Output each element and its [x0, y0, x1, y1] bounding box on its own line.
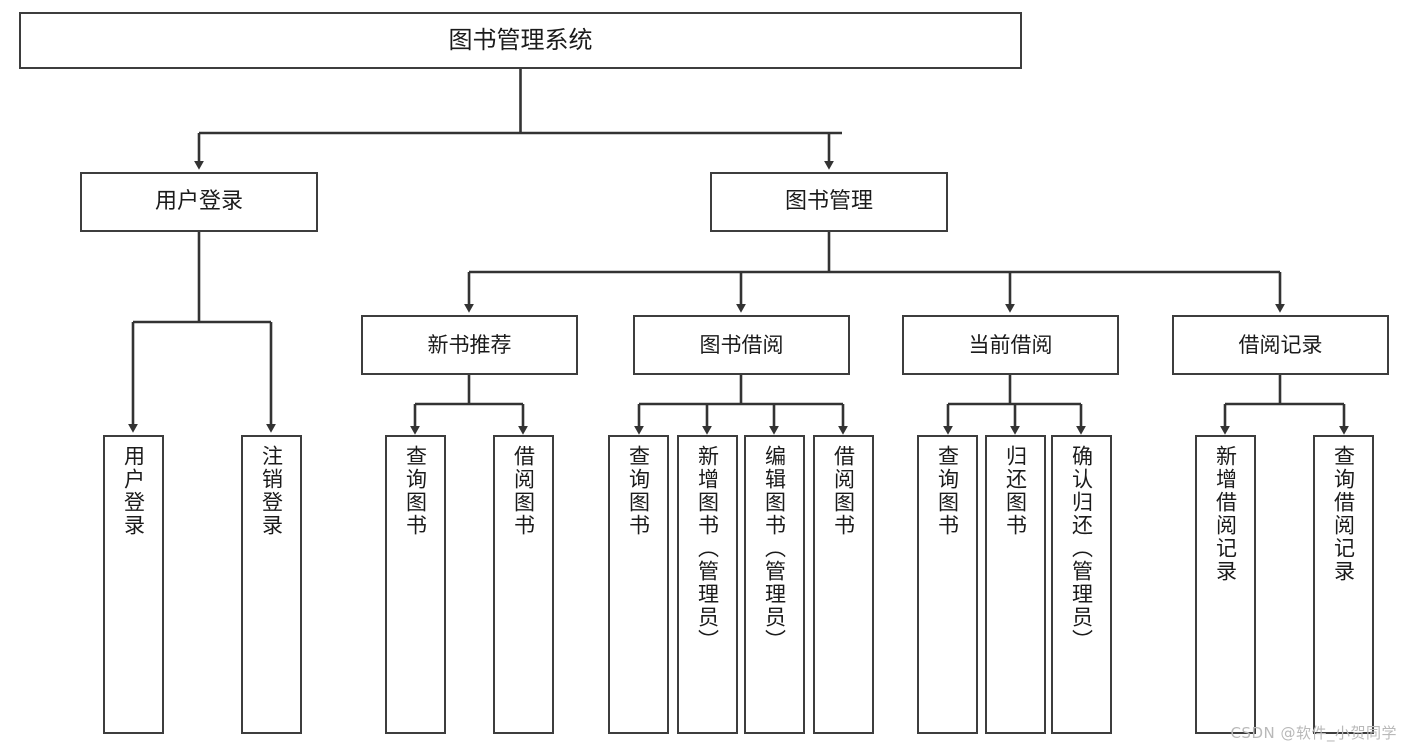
node-book-manage[interactable]: 图书管理 — [710, 172, 948, 232]
node-user-login[interactable]: 用户登录 — [80, 172, 318, 232]
node-user-login-label: 用户登录 — [154, 189, 243, 215]
node-leaf-user-logout-label: 注销登录 — [259, 445, 284, 537]
node-leaf-return-book-label: 归还图书 — [1003, 445, 1028, 537]
node-leaf-edit-book[interactable]: 编辑图书（管理员） — [744, 435, 805, 734]
node-current-borrow-label: 当前借阅 — [968, 332, 1053, 357]
node-leaf-user-login-label: 用户登录 — [121, 445, 146, 537]
node-leaf-confirm-return[interactable]: 确认归还（管理员） — [1051, 435, 1112, 734]
node-leaf-return-book[interactable]: 归还图书 — [985, 435, 1046, 734]
node-new-book-rec[interactable]: 新书推荐 — [361, 315, 578, 375]
node-book-borrow-label: 图书借阅 — [699, 332, 784, 357]
node-new-book-rec-label: 新书推荐 — [427, 332, 512, 357]
node-leaf-query-book-1-label: 查询图书 — [403, 445, 428, 537]
node-leaf-add-book[interactable]: 新增图书（管理员） — [677, 435, 738, 734]
node-leaf-borrow-book-2[interactable]: 借阅图书 — [813, 435, 874, 734]
node-leaf-user-logout[interactable]: 注销登录 — [241, 435, 302, 734]
node-leaf-add-record[interactable]: 新增借阅记录 — [1195, 435, 1256, 734]
node-leaf-query-book-1[interactable]: 查询图书 — [385, 435, 446, 734]
node-leaf-query-record[interactable]: 查询借阅记录 — [1313, 435, 1374, 734]
node-leaf-borrow-book-1-label: 借阅图书 — [511, 445, 536, 537]
node-leaf-borrow-book-2-label: 借阅图书 — [831, 445, 856, 537]
node-leaf-borrow-book-1[interactable]: 借阅图书 — [493, 435, 554, 734]
csdn-watermark: CSDN @软件_小贺同学 — [1230, 724, 1397, 742]
node-leaf-query-book-3[interactable]: 查询图书 — [917, 435, 978, 734]
node-current-borrow[interactable]: 当前借阅 — [902, 315, 1119, 375]
node-leaf-user-login[interactable]: 用户登录 — [103, 435, 164, 734]
node-book-manage-label: 图书管理 — [784, 189, 873, 215]
node-leaf-query-record-label: 查询借阅记录 — [1331, 445, 1356, 583]
node-leaf-edit-book-label: 编辑图书（管理员） — [762, 445, 787, 652]
node-leaf-add-record-label: 新增借阅记录 — [1213, 445, 1238, 583]
node-leaf-query-book-2-label: 查询图书 — [626, 445, 651, 537]
node-root-label: 图书管理系统 — [448, 26, 593, 55]
node-borrow-record[interactable]: 借阅记录 — [1172, 315, 1389, 375]
node-book-borrow[interactable]: 图书借阅 — [633, 315, 850, 375]
node-root[interactable]: 图书管理系统 — [19, 12, 1022, 69]
node-borrow-record-label: 借阅记录 — [1238, 332, 1323, 357]
node-leaf-confirm-return-label: 确认归还（管理员） — [1069, 445, 1094, 652]
node-leaf-add-book-label: 新增图书（管理员） — [695, 445, 720, 652]
node-leaf-query-book-2[interactable]: 查询图书 — [608, 435, 669, 734]
node-leaf-query-book-3-label: 查询图书 — [935, 445, 960, 537]
